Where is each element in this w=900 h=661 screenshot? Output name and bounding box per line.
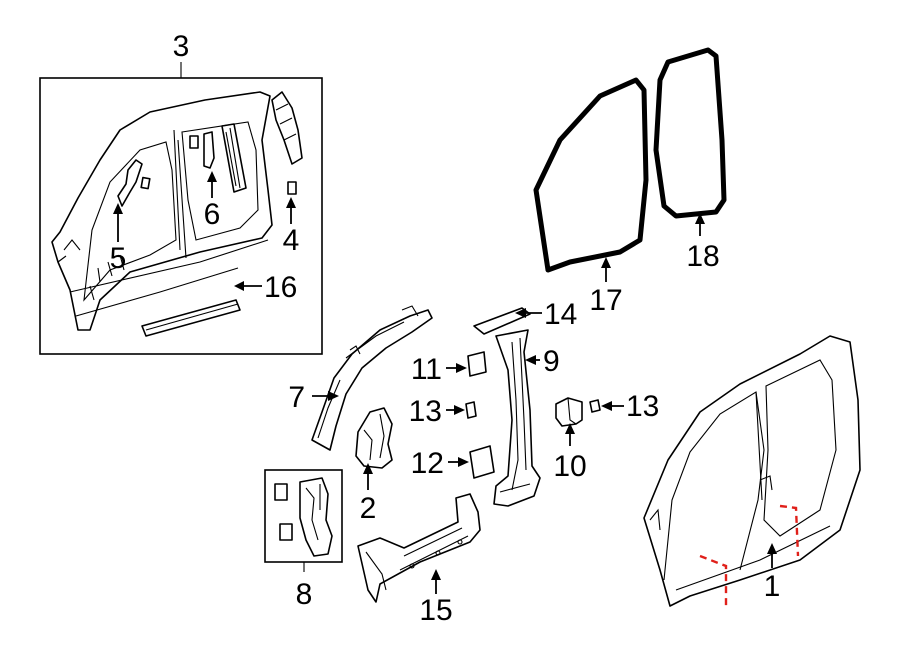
callout-16-arrow <box>234 281 262 291</box>
callout-9-arrow <box>525 355 540 365</box>
callout-18: 18 <box>686 240 719 273</box>
part-5-bracket <box>117 159 151 207</box>
part-15-rocker <box>357 493 481 603</box>
callout-15: 15 <box>419 594 452 627</box>
callout-18-arrow <box>695 213 705 236</box>
part-13-clip-right <box>589 399 601 413</box>
part-14-cap <box>473 307 531 335</box>
callout-6-arrow <box>207 171 217 198</box>
callout-10: 10 <box>553 450 586 483</box>
callout-2-arrow <box>363 463 373 490</box>
callout-7-arrow <box>312 391 339 401</box>
callout-15-arrow <box>431 569 441 594</box>
callout-14-arrow <box>515 308 542 318</box>
cut-lines <box>699 504 800 606</box>
part-10-bracket <box>555 397 583 427</box>
callout-17-arrow <box>601 257 611 282</box>
callout-9: 9 <box>543 345 560 378</box>
callout-5: 5 <box>110 242 127 275</box>
part-11-plate <box>467 351 487 377</box>
callout-1: 1 <box>764 570 781 603</box>
part-17-front-door-seal <box>533 77 649 273</box>
callout-3: 3 <box>173 30 190 63</box>
part-6-reinforcement <box>189 123 247 193</box>
part-9-b-pillar <box>493 329 541 507</box>
part-7-a-pillar <box>311 305 433 451</box>
callout-13-right: 13 <box>626 390 659 423</box>
part-4-pillar-piece <box>271 91 303 195</box>
callout-13-right-arrow <box>601 401 624 411</box>
callout-4: 4 <box>283 224 300 257</box>
callout-16: 16 <box>264 271 297 304</box>
callout-14: 14 <box>544 298 577 331</box>
callout-11-arrow <box>446 363 467 373</box>
part-18-rear-door-seal <box>653 47 727 219</box>
callout-4-arrow <box>286 197 296 224</box>
callout-13-left-arrow <box>446 405 465 415</box>
callout-10-arrow <box>565 423 575 446</box>
callout-7: 7 <box>288 381 305 414</box>
part-13-clip-left <box>465 401 477 419</box>
callout-1-arrow <box>767 543 777 568</box>
callout-8: 8 <box>296 578 313 611</box>
part-8-pieces <box>274 477 333 557</box>
part-2-bracket <box>355 407 393 469</box>
part-1-outer-body-side <box>643 335 861 607</box>
callout-11: 11 <box>411 353 442 386</box>
callout-5-arrow <box>113 203 123 242</box>
part-12-plate <box>469 445 495 479</box>
callout-17: 17 <box>589 284 622 317</box>
callout-13-left: 13 <box>409 395 442 428</box>
callout-12-arrow <box>448 457 469 467</box>
inner-body-side-panel <box>51 91 273 331</box>
callout-2: 2 <box>360 492 377 525</box>
part-16-sill-strip <box>141 299 241 337</box>
callout-6: 6 <box>204 198 221 231</box>
callout-12: 12 <box>411 447 444 480</box>
